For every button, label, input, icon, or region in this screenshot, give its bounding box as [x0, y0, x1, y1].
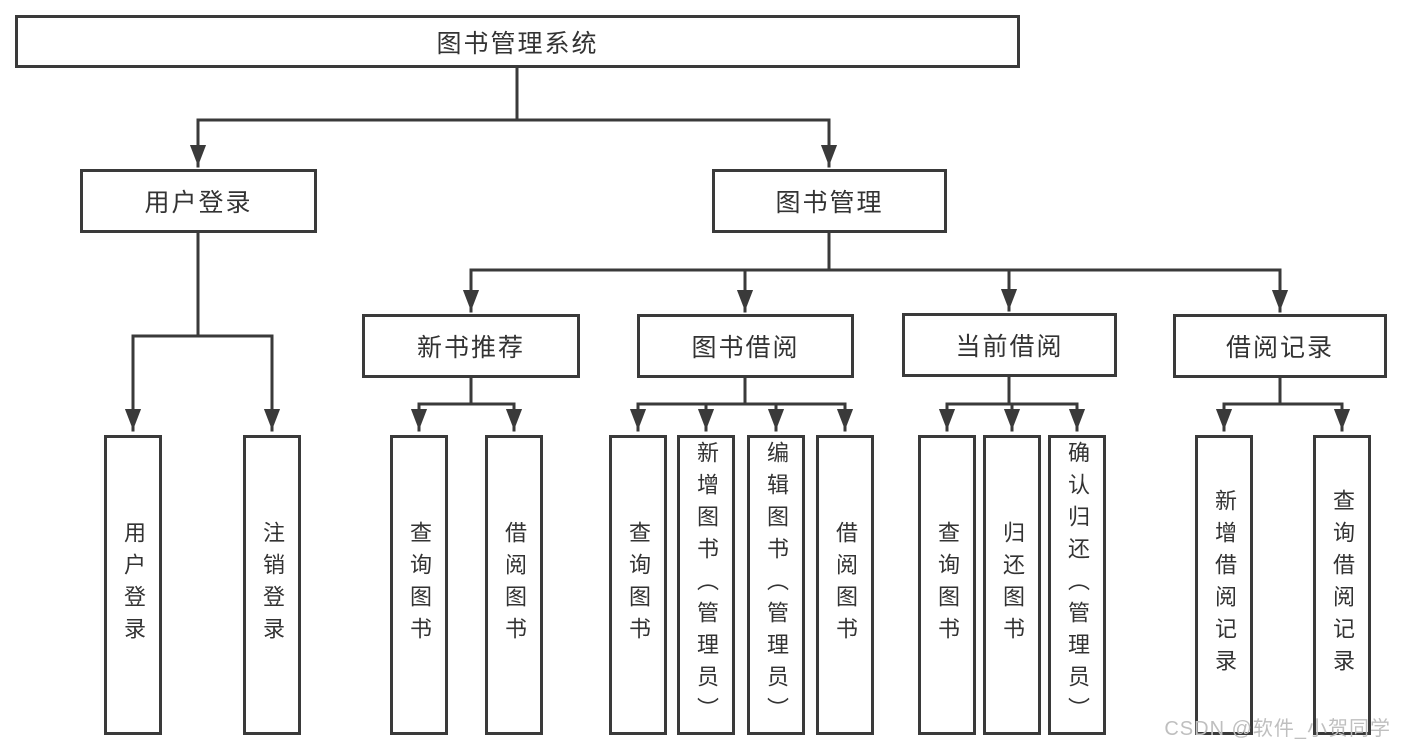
leaf-query-books: 查询图书 [918, 435, 976, 735]
leaf-label: 用户登录 [121, 521, 146, 649]
connector-borrow-bus [636, 376, 847, 406]
node-label: 用户登录 [144, 189, 253, 217]
connector-records-bus [1222, 376, 1344, 406]
node-borrow-records: 借阅记录 [1173, 314, 1387, 378]
leaf-label: 归还图书 [1000, 521, 1025, 649]
leaf-logout: 注销登录 [243, 435, 301, 735]
leaf-add-books-admin: 新增图书（管理员） [677, 435, 735, 735]
leaf-query-books: 查询图书 [390, 435, 448, 735]
leaf-label: 查询图书 [935, 521, 960, 649]
node-new-book-recommend: 新书推荐 [362, 314, 580, 378]
leaf-add-borrow-record: 新增借阅记录 [1195, 435, 1253, 735]
leaf-user-login: 用户登录 [104, 435, 162, 735]
node-label: 图书管理 [775, 189, 884, 217]
node-label: 借阅记录 [1225, 334, 1334, 362]
csdn-watermark: CSDN @软件_小贺同学 [1164, 718, 1391, 740]
leaf-confirm-return-admin: 确认归还（管理员） [1048, 435, 1106, 735]
leaf-borrow-books: 借阅图书 [485, 435, 543, 735]
node-label: 当前借阅 [955, 333, 1064, 361]
leaf-label: 确认归还（管理员） [1065, 441, 1090, 729]
connector-root-bus [196, 66, 831, 122]
leaf-borrow-books: 借阅图书 [816, 435, 874, 735]
node-label: 图书借阅 [691, 334, 800, 362]
leaf-query-books: 查询图书 [609, 435, 667, 735]
leaf-label: 借阅图书 [502, 521, 527, 649]
leaf-label: 编辑图书（管理员） [764, 441, 789, 729]
leaf-label: 查询图书 [626, 521, 651, 649]
connector-current-bus [945, 375, 1079, 406]
node-user-login: 用户登录 [80, 169, 317, 233]
connector-login-bus [131, 231, 274, 338]
node-label: 图书管理系统 [436, 29, 599, 58]
leaf-label: 查询图书 [407, 521, 432, 649]
node-library-management-system: 图书管理系统 [15, 15, 1020, 68]
leaf-label: 注销登录 [260, 521, 285, 649]
leaf-label: 新增图书（管理员） [694, 441, 719, 729]
node-label: 新书推荐 [416, 334, 525, 362]
leaf-label: 查询借阅记录 [1330, 489, 1355, 681]
connector-mgmt-bus [469, 231, 1282, 272]
leaf-edit-books-admin: 编辑图书（管理员） [747, 435, 805, 735]
node-book-management: 图书管理 [712, 169, 947, 233]
node-current-borrow: 当前借阅 [902, 313, 1117, 377]
node-book-borrow: 图书借阅 [637, 314, 854, 378]
leaf-query-borrow-record: 查询借阅记录 [1313, 435, 1371, 735]
leaf-label: 借阅图书 [833, 521, 858, 649]
connector-newbook-bus [417, 376, 516, 406]
leaf-return-books: 归还图书 [983, 435, 1041, 735]
leaf-label: 新增借阅记录 [1212, 489, 1237, 681]
